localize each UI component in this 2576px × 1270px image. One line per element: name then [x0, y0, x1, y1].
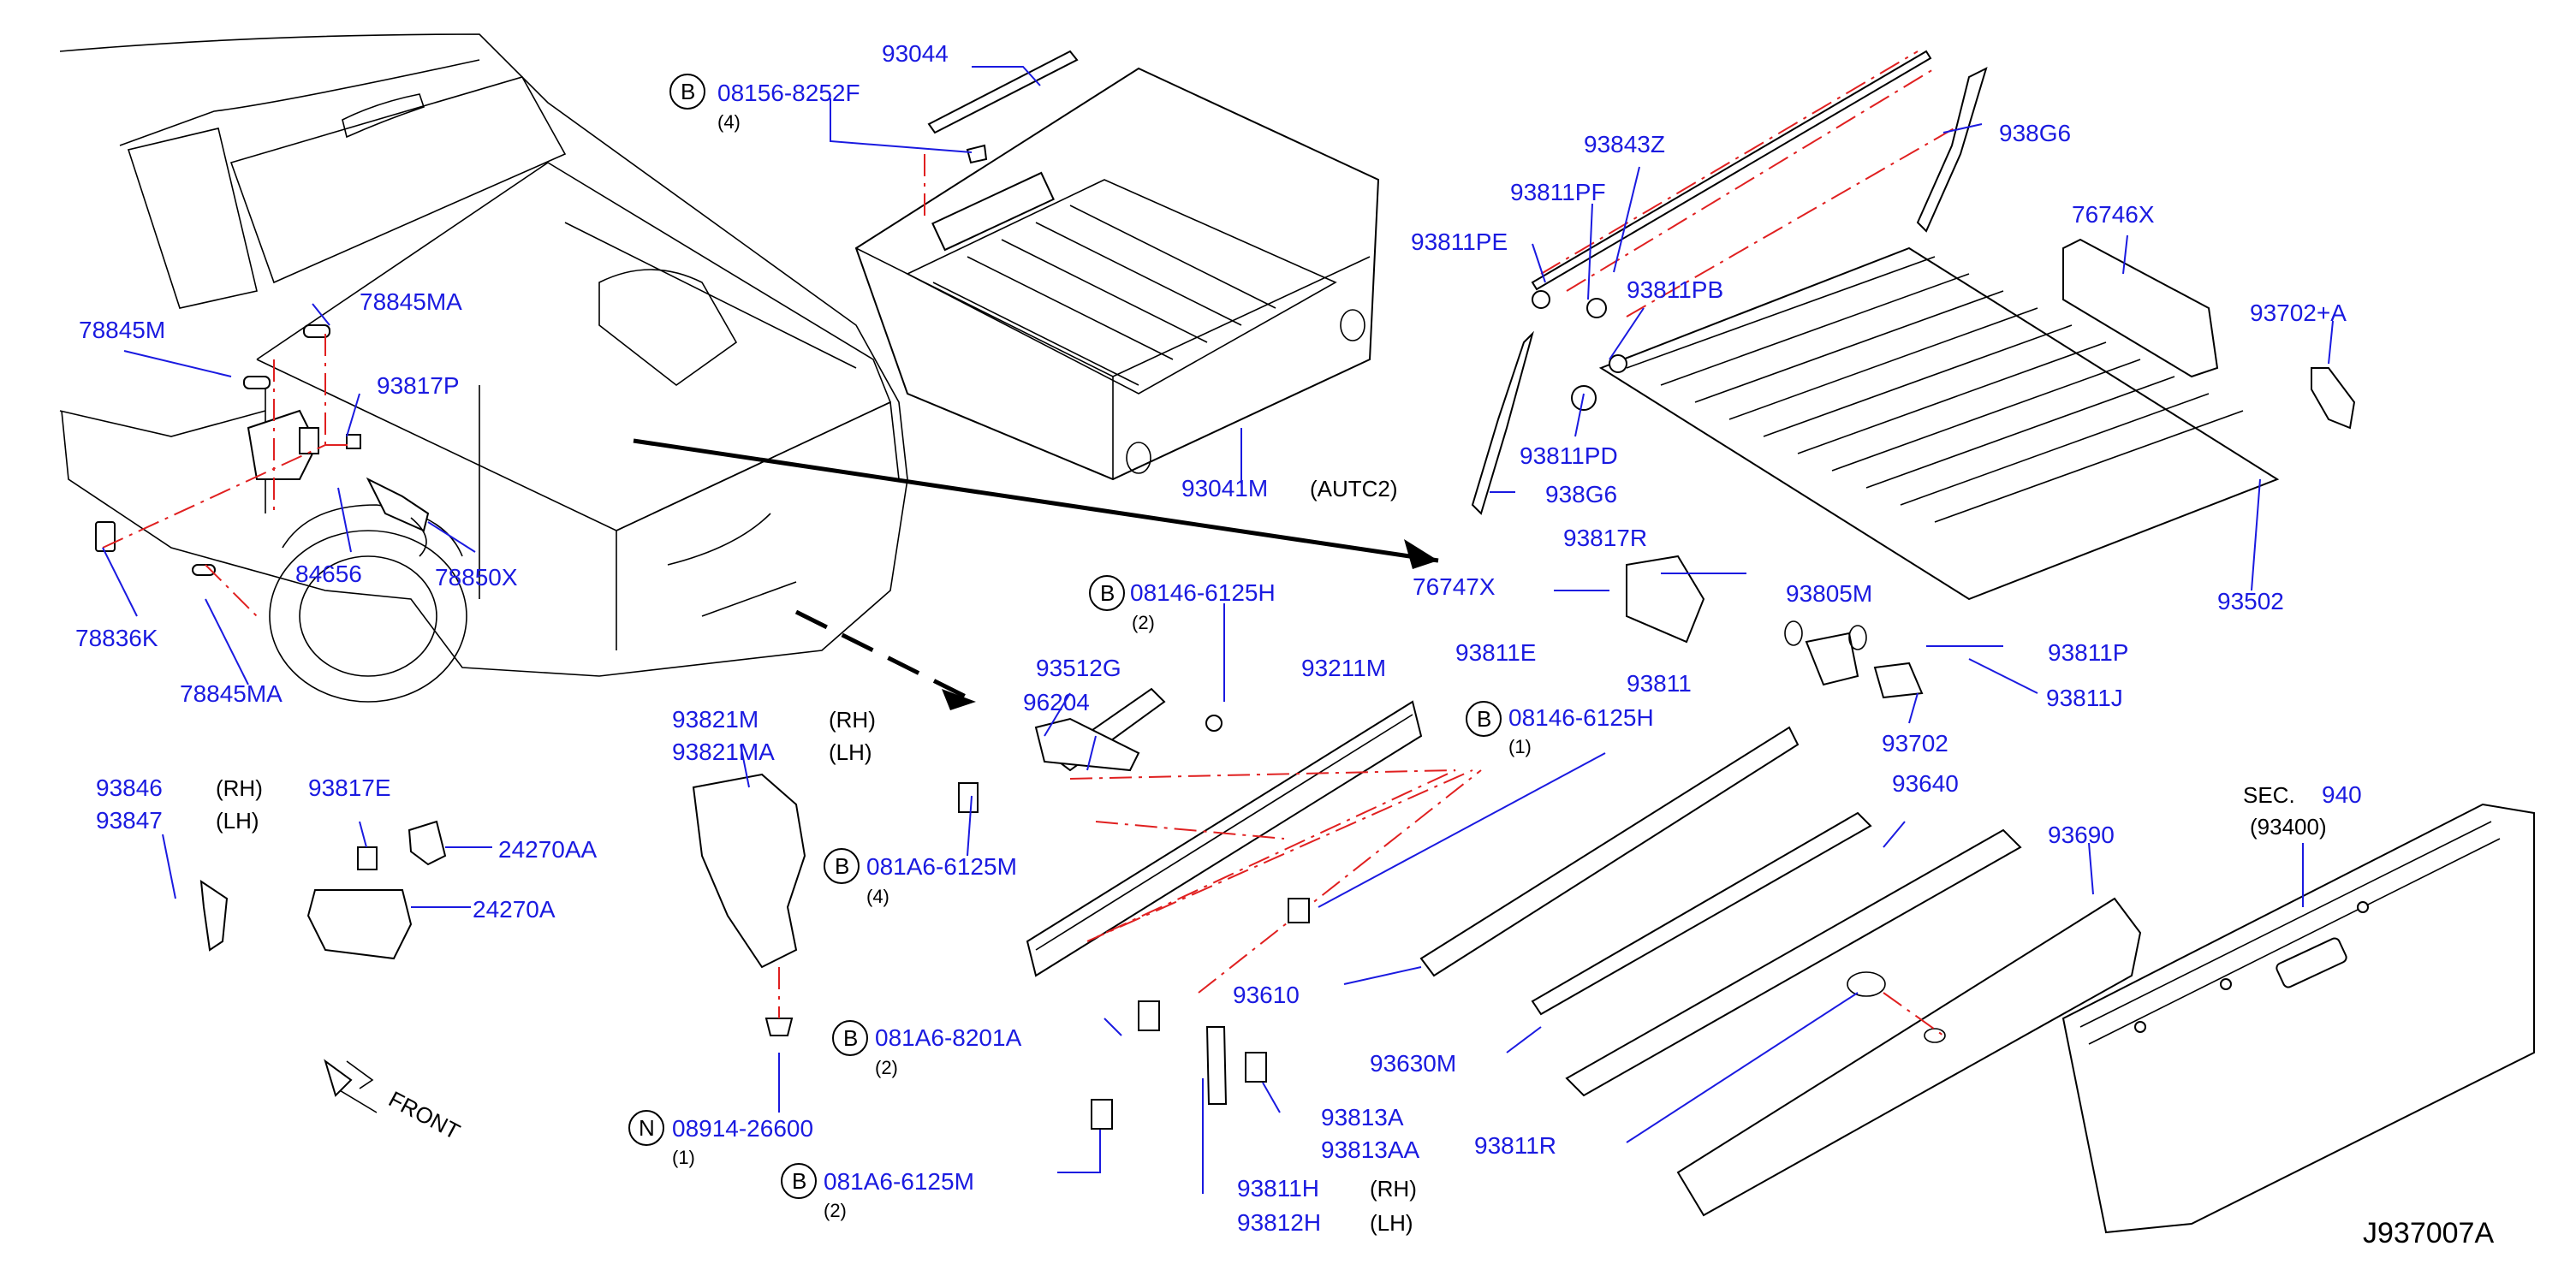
part-number-label: 93811R	[1474, 1132, 1556, 1159]
truck-bed-illustration	[854, 50, 1380, 481]
part-number-label: 93846	[96, 774, 163, 801]
side-label: (LH)	[1370, 1210, 1413, 1236]
bolt-badge-letter: B	[1100, 580, 1115, 606]
part-number-label: 081A6-6125M	[866, 853, 1017, 880]
bolt-badge-letter: B	[1477, 706, 1491, 732]
part-number-label: 78845M	[79, 317, 165, 343]
part-number-label: 93817R	[1563, 525, 1647, 551]
front-direction-label: FRONT	[384, 1086, 464, 1145]
side-label: (LH)	[829, 739, 872, 765]
part-number-label: 78836K	[75, 625, 158, 651]
quantity-label: (1)	[672, 1147, 695, 1168]
part-number-label: 081A6-8201A	[875, 1024, 1022, 1051]
part-number-label: 938G6	[1545, 481, 1617, 507]
part-number-label: 93812H	[1237, 1209, 1321, 1236]
quantity-label: (4)	[866, 886, 889, 907]
part-number-label: 93044	[882, 40, 949, 67]
part-number-label: 93211M	[1301, 655, 1386, 681]
quantity-label: (2)	[875, 1057, 898, 1078]
quantity-label: (1)	[1508, 736, 1532, 757]
part-number-label: 08146-6125H	[1508, 704, 1654, 731]
nut-badge	[628, 1110, 664, 1146]
part-number-label: 93843Z	[1584, 131, 1665, 157]
section-ref-sub: (93400)	[2250, 814, 2327, 840]
part-number-label: 93817P	[377, 372, 460, 399]
bed-liner-panels	[1471, 50, 2356, 699]
part-labels: 93044 08156-8252F (4) 93843Z 938G6 93811…	[75, 40, 2494, 1249]
part-number-label: 93805M	[1786, 580, 1872, 607]
part-number-label: 081A6-6125M	[824, 1168, 974, 1195]
part-number-label: 24270AA	[498, 836, 598, 863]
part-number-label: 93811E	[1455, 639, 1536, 666]
quantity-label: (4)	[717, 111, 741, 133]
part-number-label: 78845MA	[360, 288, 462, 315]
part-number-label: 93502	[2217, 588, 2284, 614]
bolt-badge	[669, 74, 705, 110]
part-number-label: 24270A	[473, 896, 556, 923]
variant-code-label: (AUTC2)	[1310, 476, 1398, 501]
side-label: (RH)	[216, 775, 263, 801]
part-number-label: 96204	[1023, 689, 1090, 715]
part-number-label: 93811P	[2048, 639, 2128, 666]
bolt-badge-letter: B	[835, 853, 849, 879]
part-number-label: 76747X	[1413, 573, 1496, 600]
part-number-label: 93813AA	[1321, 1136, 1420, 1163]
bolt-badge	[824, 848, 860, 884]
part-number-label: 93847	[96, 807, 163, 834]
part-number-label: 93813A	[1321, 1104, 1404, 1131]
side-label: (LH)	[216, 808, 259, 834]
bolt-badge-letter: B	[681, 79, 695, 104]
part-number-label: 08156-8252F	[717, 80, 860, 106]
quantity-label: (2)	[824, 1200, 847, 1221]
part-number-label: 93811PF	[1510, 179, 1606, 205]
diagram-id: J937007A	[2363, 1217, 2494, 1249]
quantity-label: (2)	[1132, 612, 1155, 633]
bolt-badge	[781, 1163, 817, 1199]
part-number-label: 93640	[1892, 770, 1959, 797]
part-number-label: 93811H	[1237, 1175, 1319, 1202]
part-number-label: 93821M	[672, 706, 759, 733]
section-ref-number[interactable]: 940	[2322, 781, 2362, 808]
part-number-label: 93690	[2048, 822, 2115, 848]
part-number-label: 93702+A	[2250, 300, 2347, 326]
leader-lines	[102, 66, 2334, 1194]
bolt-badge	[832, 1020, 868, 1056]
part-number-label: 938G6	[1999, 120, 2071, 146]
part-number-label: 93702	[1882, 730, 1948, 757]
part-number-label: 08914-26600	[672, 1115, 813, 1142]
bolt-badge	[1089, 575, 1125, 611]
part-number-label: 93512G	[1036, 655, 1121, 681]
part-number-label: 78845MA	[180, 680, 283, 707]
part-number-label: 93630M	[1370, 1050, 1456, 1077]
part-number-label: 93817E	[308, 774, 391, 801]
tailgate-illustration	[2061, 803, 2535, 1234]
part-number-label: 78850X	[435, 564, 518, 590]
part-number-label: 93811J	[2046, 685, 2123, 711]
part-number-label: 93811PE	[1411, 228, 1508, 255]
bolt-badge	[1466, 701, 1502, 737]
part-number-label: 84656	[295, 561, 362, 587]
side-label: (RH)	[829, 707, 876, 733]
badges: B B B B B N B	[628, 74, 1502, 1199]
bolt-badge-letter: B	[843, 1025, 858, 1051]
small-parts	[199, 820, 447, 1113]
part-number-label: 93811	[1627, 670, 1692, 697]
bed-rails	[692, 687, 2142, 1217]
part-number-label: 76746X	[2072, 201, 2155, 228]
part-number-label: 93041M	[1181, 475, 1268, 501]
part-number-label: 93811PD	[1520, 442, 1618, 469]
part-number-label: 93811PB	[1627, 276, 1723, 303]
side-label: (RH)	[1370, 1176, 1417, 1202]
nut-badge-letter: N	[639, 1115, 655, 1141]
truck-illustration	[59, 33, 1439, 710]
part-number-label: 93821MA	[672, 739, 775, 765]
part-number-label: 08146-6125H	[1130, 579, 1276, 606]
bolt-badge-letter: B	[792, 1168, 806, 1194]
section-ref-prefix: SEC.	[2243, 782, 2295, 808]
part-number-label: 93610	[1233, 982, 1300, 1008]
